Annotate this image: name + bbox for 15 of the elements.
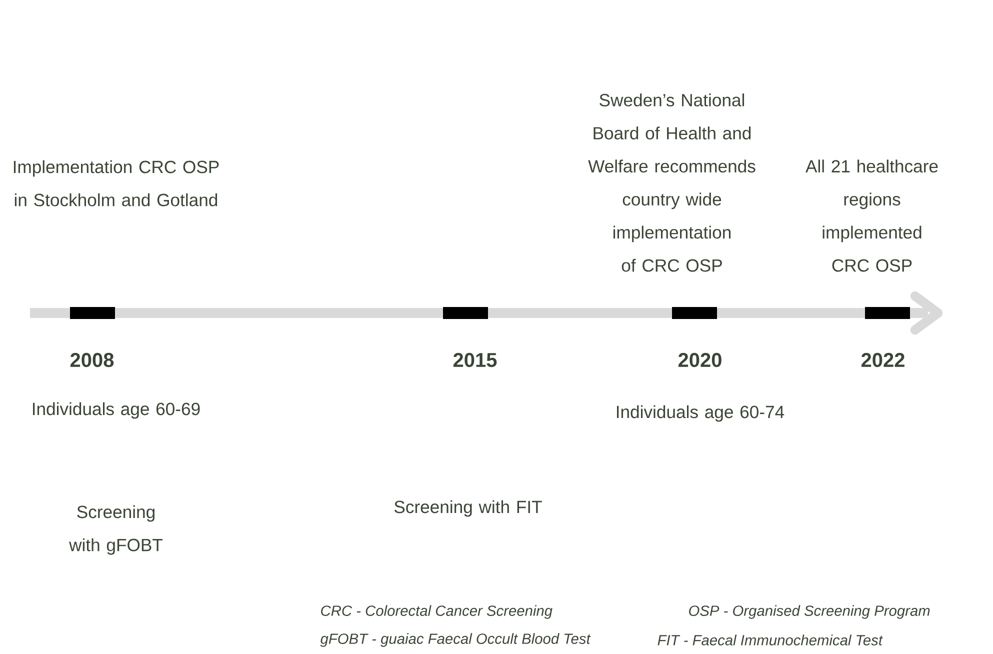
year-label: 2020 xyxy=(678,352,722,368)
note-text: Individuals age 60-69 xyxy=(33,402,200,419)
note-text: Screening with gFOBT xyxy=(69,505,163,555)
note-text: Individuals age 60-74 xyxy=(617,405,784,422)
abbreviation-text: CRC - Colorectal Cancer Screening xyxy=(321,605,552,619)
year-label: 2015 xyxy=(453,352,497,368)
milestone-text: Implementation CRC OSP in Stockholm and Gotland xyxy=(14,160,219,206)
abbreviation-text: gFOBT - guaiac Faecal Occult Blood Test xyxy=(320,633,591,647)
abbreviation-text: OSP - Organised Screening Program xyxy=(689,605,930,619)
year-label: 2022 xyxy=(861,352,904,368)
milestone-text: All 21 healthcare regions implemented CRC OSP xyxy=(806,160,938,272)
year-label: 2008 xyxy=(70,352,114,368)
note-text: Screening with FIT xyxy=(394,500,542,517)
milestone-text: Sweden’s National Board of Health and Welfare recommends country wide implementation of CRC OSP xyxy=(588,93,756,272)
abbreviation-text: FIT - Faecal Immunochemical Test xyxy=(658,634,883,646)
